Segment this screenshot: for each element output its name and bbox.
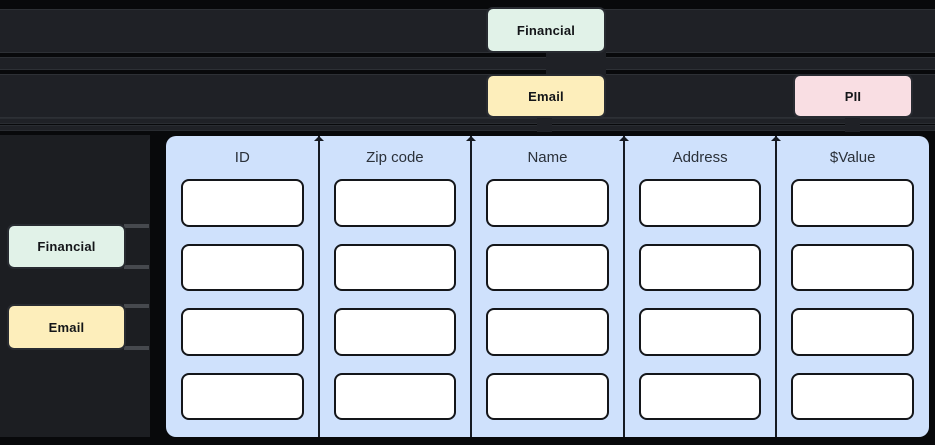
table-cell xyxy=(791,243,914,292)
table-cell xyxy=(181,372,304,421)
taxonomy-bar-level-1 xyxy=(0,9,935,53)
taxonomy-bar-level-2 xyxy=(0,74,935,118)
sidebar-tag-email-label: Email xyxy=(48,319,85,335)
column-divider xyxy=(466,136,477,437)
connector-pii-to-table xyxy=(845,114,860,132)
column-address: Address xyxy=(624,136,777,437)
connector-financial-to-email xyxy=(546,50,606,78)
divider-arrow-up-icon xyxy=(771,136,782,141)
table-cell xyxy=(791,179,914,227)
column-header-value: $Value xyxy=(829,149,876,167)
table-cell xyxy=(333,243,457,292)
table-cell xyxy=(486,179,609,227)
sidebar-panel xyxy=(0,135,150,437)
column-divider xyxy=(618,136,629,437)
column-divider xyxy=(771,136,782,437)
table-cell xyxy=(791,372,914,421)
column-value: $Value xyxy=(776,136,929,437)
table-cell xyxy=(486,243,609,292)
table-edge-strip-upper xyxy=(0,118,935,124)
divider-arrow-up-icon xyxy=(313,136,324,141)
table-cell xyxy=(486,372,609,421)
column-name: Name xyxy=(471,136,624,437)
policy-tag-financial[interactable]: Financial xyxy=(486,7,606,53)
table-cell xyxy=(486,308,609,356)
divider-arrow-up-icon xyxy=(466,136,477,141)
connector-email-to-table xyxy=(537,114,552,132)
table-cell xyxy=(638,308,762,356)
sidebar-tag-email[interactable]: Email xyxy=(7,304,126,350)
table-cell xyxy=(181,179,304,227)
table-cell xyxy=(638,243,762,292)
sidebar-tag-financial-label: Financial xyxy=(37,239,96,254)
policy-tag-financial-label: Financial xyxy=(516,22,576,38)
policy-tag-pii-label: PII xyxy=(844,88,862,104)
table-cell xyxy=(333,179,457,227)
table-cell xyxy=(181,308,304,356)
column-header-address: Address xyxy=(672,149,728,167)
sidebar-tag-financial[interactable]: Financial xyxy=(7,224,126,269)
column-id: ID xyxy=(166,136,319,437)
column-header-id: ID xyxy=(234,149,250,167)
table-cell xyxy=(638,372,762,421)
taxonomy-bar-connector-row xyxy=(0,57,935,70)
stacked-chip-stub-financial xyxy=(124,224,149,269)
column-zip-code: Zip code xyxy=(319,136,472,437)
policy-tag-pii[interactable]: PII xyxy=(793,74,913,118)
column-header-zip-code: Zip code xyxy=(366,149,424,167)
column-header-name: Name xyxy=(527,149,568,167)
table-panel: ID Zip code Name Address xyxy=(166,136,929,437)
table-cell xyxy=(333,372,457,421)
column-divider xyxy=(313,136,324,437)
table-cell xyxy=(333,308,457,356)
table-edge-strip-lower xyxy=(0,125,935,131)
table-cell xyxy=(791,308,914,356)
policy-tag-email-label: Email xyxy=(528,88,564,104)
stacked-chip-stub-email xyxy=(124,304,149,350)
table-cell xyxy=(181,243,304,292)
policy-tag-email[interactable]: Email xyxy=(486,74,606,118)
table-cell xyxy=(638,179,762,227)
divider-arrow-up-icon xyxy=(618,136,629,141)
